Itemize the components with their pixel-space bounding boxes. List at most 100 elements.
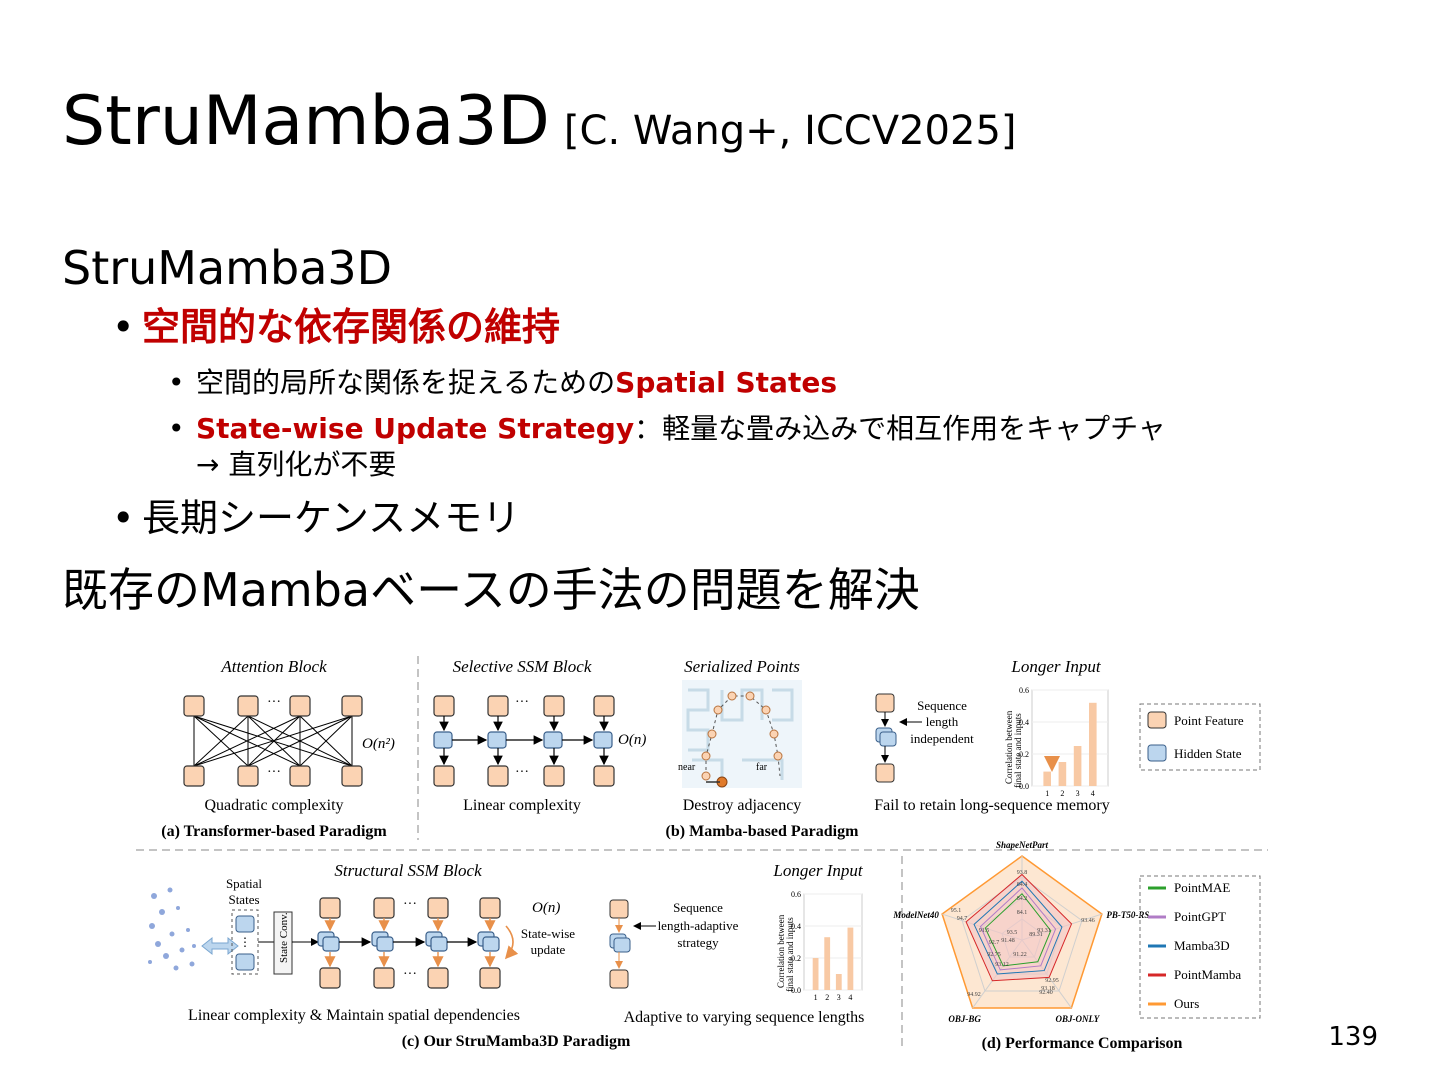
seq-indep-line1: Sequence bbox=[917, 698, 967, 713]
feature-node bbox=[487, 765, 509, 787]
svg-text:⋮: ⋮ bbox=[239, 935, 251, 949]
feature-node bbox=[433, 765, 455, 787]
radar-value-label: 93.8 bbox=[1017, 870, 1028, 876]
feature-node bbox=[289, 695, 311, 717]
attention-edges bbox=[193, 715, 353, 767]
svg-text:···: ··· bbox=[403, 967, 417, 982]
radar-value-label: 93.18 bbox=[1041, 986, 1055, 992]
seq-indep-line2: length bbox=[926, 714, 959, 729]
feature-node bbox=[183, 695, 205, 717]
radar-value-label: 89.31 bbox=[1029, 932, 1043, 938]
y-tick-label: 0.6 bbox=[791, 890, 801, 899]
radar-axis-label: OBJ-BG bbox=[948, 1014, 981, 1024]
radar-series-mamba3d bbox=[973, 880, 1063, 975]
feature-node bbox=[341, 695, 363, 717]
radar-grid bbox=[961, 876, 1083, 992]
radar-value-label: 91.5 bbox=[979, 928, 990, 934]
feature-node bbox=[487, 695, 509, 717]
radar-axis-label: OBJ-ONLY bbox=[1056, 1014, 1101, 1024]
structural-ssm-block: ··· ··· bbox=[317, 897, 519, 989]
feature-node bbox=[543, 695, 565, 717]
spatial-states-line1: Spatial bbox=[226, 876, 262, 891]
bidirectional-arrow-icon bbox=[201, 936, 239, 956]
legend-label: Ours bbox=[1174, 996, 1199, 1011]
y-tick-label: 0.2 bbox=[791, 954, 801, 963]
caption-a: (a) Transformer-based Paradigm bbox=[161, 823, 387, 840]
state-wise-highlight: State-wise Update Strategy bbox=[196, 412, 635, 445]
x-tick-label: 2 bbox=[825, 993, 829, 1002]
caption-b: (b) Mamba-based Paradigm bbox=[666, 823, 860, 840]
y-axis-label: Correlation between bbox=[1004, 710, 1014, 784]
selective-ssm-title: Selective SSM Block bbox=[453, 657, 592, 676]
hidden-state-swatch bbox=[1147, 744, 1167, 762]
radar-value-label: 84.4 bbox=[1017, 882, 1028, 888]
svg-text:···: ··· bbox=[267, 695, 281, 710]
caption-d: (d) Performance Comparison bbox=[982, 1035, 1183, 1052]
radar-axis-label: ModelNet40 bbox=[892, 910, 939, 920]
complexity-on: O(n) bbox=[618, 732, 646, 748]
radar-series-pointgpt bbox=[979, 887, 1057, 971]
radar-value-label: 91.48 bbox=[1001, 938, 1015, 944]
feature-node bbox=[593, 695, 615, 717]
hidden-state-node bbox=[487, 731, 507, 749]
radar-value-label: 94.7 bbox=[957, 916, 968, 922]
state-wise-line2: update bbox=[531, 942, 566, 957]
attention-block-title: Attention Block bbox=[220, 657, 327, 676]
x-tick-label: 3 bbox=[1076, 789, 1080, 798]
bar bbox=[1089, 702, 1097, 786]
serialized-points-illustration: near far bbox=[678, 680, 802, 788]
y-axis-label: final state and inputs bbox=[785, 917, 795, 992]
radar-axis-label: ShapeNetPart bbox=[996, 840, 1049, 850]
caption-c: (c) Our StruMamba3D Paradigm bbox=[402, 1033, 631, 1050]
radar-value-label: 91.22 bbox=[1013, 952, 1027, 958]
feature-node bbox=[183, 765, 205, 787]
seq-adapt-line1: Sequence bbox=[673, 900, 723, 915]
radar-value-label: 92.95 bbox=[1045, 978, 1059, 984]
node-legend: Point Feature Hidden State bbox=[1139, 703, 1261, 771]
y-tick-label: 0.2 bbox=[1019, 750, 1029, 759]
feature-node bbox=[433, 695, 455, 717]
legend-label: Mamba3D bbox=[1174, 938, 1230, 953]
sequence-independent-illustration bbox=[875, 693, 922, 783]
sub-bullet-state-wise-line2: → 直列化が不要 bbox=[196, 448, 397, 481]
svg-text:···: ··· bbox=[515, 695, 529, 710]
adaptive-label: Adaptive to varying sequence lengths bbox=[624, 1009, 865, 1026]
bar bbox=[824, 937, 831, 990]
radar-value-label: 92.7 bbox=[989, 940, 1000, 946]
y-axis-label: final state and inputs bbox=[1013, 713, 1023, 788]
structural-ssm-title: Structural SSM Block bbox=[334, 861, 482, 880]
feature-node bbox=[341, 765, 363, 787]
x-tick-label: 2 bbox=[1060, 789, 1064, 798]
legend-label: PointMamba bbox=[1174, 967, 1241, 982]
spatial-states-highlight: Spatial States bbox=[615, 366, 837, 399]
radar-value-label: 93.31 bbox=[1037, 928, 1051, 934]
radar-value-label: 93.12 bbox=[995, 962, 1009, 968]
radar-value-label: 92.40 bbox=[1039, 990, 1053, 996]
selective-ssm-block: ··· ··· bbox=[433, 695, 615, 787]
legend-label: PointMAE bbox=[1174, 880, 1230, 895]
y-tick-label: 0.0 bbox=[791, 986, 801, 995]
longer-input-title-b: Longer Input bbox=[1010, 657, 1102, 676]
fail-retain-label: Fail to retain long-sequence memory bbox=[874, 797, 1109, 814]
performance-radar-chart: ShapeNetPartPB-T50-RSOBJ-ONLYOBJ-BGModel… bbox=[892, 840, 1149, 1024]
bar bbox=[847, 927, 854, 990]
radar-value-label: 95.1 bbox=[951, 908, 962, 914]
bullet-long-sequence-memory: •長期シーケンスメモリ bbox=[112, 496, 521, 540]
x-tick-label: 4 bbox=[848, 993, 852, 1002]
seq-indep-line3: independent bbox=[910, 731, 974, 746]
x-tick-label: 3 bbox=[837, 993, 841, 1002]
y-tick-label: 0.4 bbox=[791, 922, 801, 931]
state-conv-box bbox=[273, 911, 293, 975]
citation: [C. Wang+, ICCV2025] bbox=[563, 108, 1017, 154]
slide-title: StruMamba3D[C. Wang+, ICCV2025] bbox=[62, 82, 1017, 161]
linear-maintain-label: Linear complexity & Maintain spatial dep… bbox=[188, 1007, 520, 1024]
feature-node bbox=[593, 765, 615, 787]
legend-point-feature: Point Feature bbox=[1174, 713, 1244, 728]
sub-bullet-state-wise: •State-wise Update Strategy：軽量な畳み込みで相互作用… bbox=[168, 412, 1166, 445]
radar-value-label: 93.46 bbox=[1081, 918, 1095, 924]
feature-node bbox=[289, 765, 311, 787]
radar-value-label: 84.1 bbox=[1017, 910, 1028, 916]
